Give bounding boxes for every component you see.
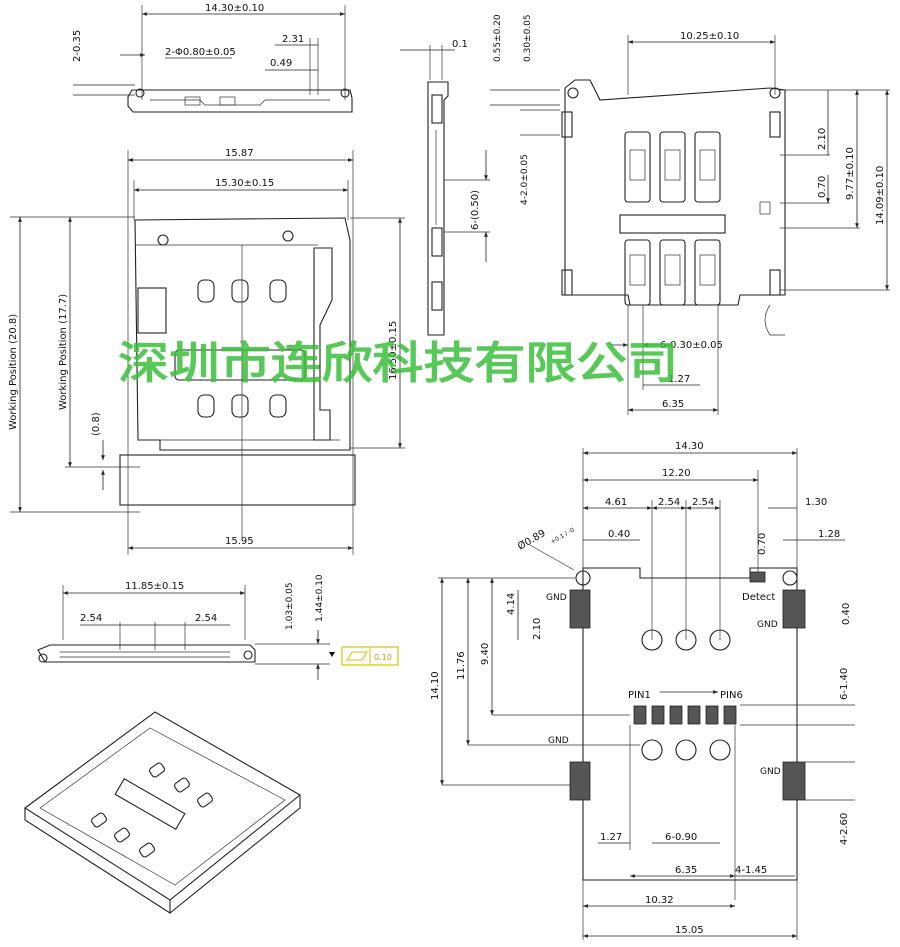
fp-128-label: 1.28 — [818, 529, 840, 540]
fp-040-label: 0.40 — [608, 529, 630, 540]
side-050-label: 6-(0.50) — [470, 190, 481, 230]
watermark-text: 深圳市连欣科技有限公司 — [118, 338, 678, 389]
fp-gnd-tr-label: GND — [757, 620, 778, 630]
iso-contacts — [91, 762, 213, 858]
fv-144-label: 1.44±0.10 — [315, 574, 325, 622]
fp-254a-label: 2.54 — [658, 497, 680, 508]
fp-090-label: 6-0.90 — [665, 832, 697, 843]
fp-130-label: 1.30 — [805, 497, 827, 508]
mv-1587-label: 15.87 — [225, 148, 254, 159]
mv-08-label: (0.8) — [91, 412, 102, 436]
top-width-label: 14.30±0.10 — [205, 3, 264, 14]
fv-1185-label: 11.85±0.15 — [125, 581, 184, 592]
fp-hole-right — [782, 570, 798, 586]
fp-145-label: 4-1.45 — [735, 865, 767, 876]
bv-contacts-bottom — [624, 239, 721, 306]
bv-contacts-top — [624, 131, 721, 203]
fp-127-label: 1.27 — [600, 832, 622, 843]
bv-977-label: 9.77±0.10 — [845, 147, 856, 200]
fp-pin1-label: PIN1 — [628, 690, 651, 701]
bv-055-label: 0.55±0.20 — [493, 14, 503, 62]
footprint-view: 14.30 12.20 4.61 2.54 2.54 1.30 0.40 0.7… — [430, 441, 855, 940]
fv-103-label: 1.03±0.05 — [285, 582, 295, 630]
mv-1650-label: 16.50±0.15 — [388, 321, 399, 380]
top-049-label: 0.49 — [270, 58, 292, 69]
fp-210-label: 2.10 — [532, 618, 543, 640]
mv-1595-label: 15.95 — [225, 536, 254, 547]
bv-030-label: 0.30±0.05 — [523, 14, 533, 62]
mv-working208-label: Working Position (20.8) — [8, 314, 19, 430]
fp-461-label: 4.61 — [605, 497, 627, 508]
fp-gnd-br-label: GND — [760, 767, 781, 777]
fp-6140-label: 6-1.40 — [839, 668, 850, 700]
bv-1409-label: 14.09±0.10 — [875, 166, 886, 225]
fp-holes-bottom — [641, 739, 731, 761]
bv-635-label: 6.35 — [662, 399, 684, 410]
bv-030b-label: 6-0.30±0.05 — [660, 340, 723, 351]
fp-040v-label: 0.40 — [841, 603, 852, 625]
top-side-label: 2-0.35 — [72, 30, 83, 62]
fp-signal-pads — [633, 705, 737, 725]
fp-089tol-label: +0.1 / -0 — [550, 526, 577, 545]
fp-gnd-tl-label: GND — [546, 593, 567, 603]
fv-flat-label: 0.10 — [374, 653, 392, 662]
fp-4260-label: 4-2.60 — [839, 813, 850, 845]
fp-1220-label: 12.20 — [662, 468, 691, 479]
fp-detect-label: Detect — [742, 592, 775, 603]
mv-working177-label: Working Position (17.7) — [58, 294, 69, 410]
bv-127-label: 1.27 — [668, 374, 690, 385]
fv-254b-label: 2.54 — [195, 613, 217, 624]
bv-20-label: 4-2.0±0.05 — [520, 154, 530, 205]
top-hole-label: 2-Φ0.80±0.05 — [165, 47, 236, 58]
fp-089-label: Ø0.89 — [516, 527, 548, 552]
fp-hole-left — [575, 570, 591, 586]
fp-1430-label: 14.30 — [675, 441, 704, 452]
bv-210-label: 2.10 — [817, 128, 828, 150]
fp-1410-label: 14.10 — [430, 671, 441, 700]
fp-pin6-label: PIN6 — [720, 690, 743, 701]
fp-414-label: 4.14 — [506, 593, 517, 615]
main-view: 15.87 15.30±0.15 15.95 Working Position … — [8, 148, 405, 555]
fp-635-label: 6.35 — [675, 865, 697, 876]
fp-070-label: 0.70 — [757, 533, 768, 555]
fp-gnd-bl-label: GND — [548, 736, 569, 746]
bv-1025-label: 10.25±0.10 — [680, 31, 739, 42]
side-01-label: 0.1 — [452, 39, 468, 50]
fv-254a-label: 2.54 — [80, 613, 102, 624]
mv-1530-label: 15.30±0.15 — [215, 178, 274, 189]
top-231-label: 2.31 — [282, 34, 304, 45]
top-view: 14.30±0.10 2-0.35 2-Φ0.80±0.05 2.31 0.49 — [72, 3, 353, 113]
fp-940-label: 9.40 — [480, 643, 491, 665]
isometric-view — [24, 711, 301, 915]
bottom-view: 10.25±0.10 0.55±0.20 0.30±0.05 4-2.0±0.0… — [490, 14, 890, 415]
mv-contacts — [174, 279, 306, 418]
side-view: 0.1 6-(0.50) — [400, 39, 490, 336]
fp-holes-top — [641, 629, 731, 651]
fp-1032-label: 10.32 — [645, 895, 674, 906]
fp-1176-label: 11.76 — [456, 651, 467, 680]
fp-1505-label: 15.05 — [675, 925, 704, 936]
front-view: 11.85±0.15 2.54 2.54 1.03±0.05 1.44±0.10… — [37, 574, 399, 680]
fp-254b-label: 2.54 — [692, 497, 714, 508]
bv-070-label: 0.70 — [817, 176, 828, 198]
